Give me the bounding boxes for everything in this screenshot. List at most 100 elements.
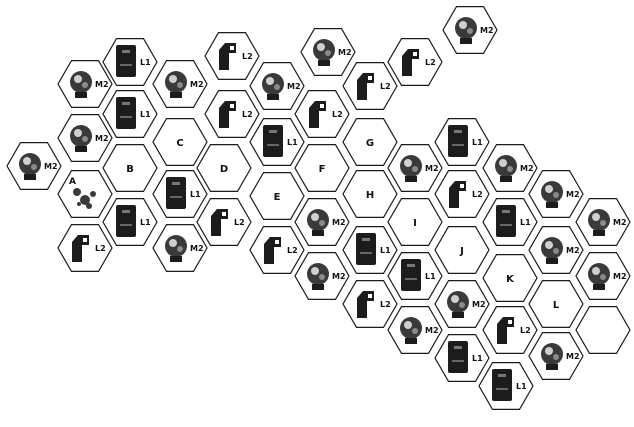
hex-cell-c38: M2	[153, 225, 207, 272]
hex-cell-c35: M2	[295, 199, 349, 246]
hex-cell-c13: C	[153, 119, 207, 166]
cell-code-label: M2	[95, 80, 109, 89]
cell-letter-label: G	[366, 138, 374, 149]
hex-cell-c25: M2	[7, 143, 61, 190]
cell-code-label: M2	[613, 272, 627, 281]
cell-letter-label: B	[126, 164, 134, 175]
cell-code-label: L2	[242, 52, 253, 61]
hex-outline	[576, 307, 630, 354]
hex-cell-c53: M2	[529, 333, 583, 380]
tall-pillar-icon	[448, 341, 468, 373]
hex-cell-c07: M2	[153, 61, 207, 108]
cell-code-label: M2	[190, 244, 204, 253]
cell-code-label: L1	[287, 138, 298, 147]
hex-cell-c55	[576, 307, 630, 354]
hex-cell-c10: L1	[103, 91, 157, 138]
hex-cell-c56: L1	[479, 363, 533, 410]
cell-code-label: M2	[425, 164, 439, 173]
hex-cell-c03: L2	[205, 33, 259, 80]
hex-cell-c43: M2	[295, 253, 349, 300]
cell-code-label: L1	[472, 354, 483, 363]
hex-cell-c11: L2	[205, 91, 259, 138]
cell-letter-label: K	[506, 274, 515, 285]
hex-cell-c06: M2	[58, 61, 112, 108]
hex-cell-c23: M2	[483, 145, 537, 192]
cell-code-label: M2	[613, 218, 627, 227]
cell-code-label: L2	[520, 326, 531, 335]
tall-pillar-icon	[116, 205, 136, 237]
hex-cell-c34: L1	[103, 199, 157, 246]
cell-code-label: M2	[566, 352, 580, 361]
hex-cell-c28: E	[250, 173, 304, 220]
hex-cell-c01: M2	[443, 7, 497, 54]
cell-letter-label: D	[220, 164, 228, 175]
hex-cell-c54: L1	[435, 335, 489, 382]
hex-cell-c27: L1	[153, 171, 207, 218]
hex-cell-c51: L	[529, 281, 583, 328]
cell-code-label: M2	[338, 48, 352, 57]
hex-outline	[58, 171, 112, 218]
cell-code-label: L2	[234, 218, 245, 227]
cell-code-label: M2	[480, 26, 494, 35]
hex-cell-c52: L2	[483, 307, 537, 354]
cell-code-label: M2	[44, 162, 58, 171]
hex-cell-c36: L2	[58, 225, 112, 272]
cell-letter-label: E	[274, 192, 281, 203]
cell-code-label: M2	[566, 246, 580, 255]
cell-letter-label: H	[366, 190, 374, 201]
hex-cell-c33: L2	[197, 199, 251, 246]
hex-cell-c39: L2	[250, 227, 304, 274]
cell-code-label: M2	[566, 190, 580, 199]
cell-letter-label: J	[459, 246, 464, 257]
hex-cell-c49: M2	[388, 307, 442, 354]
hex-cell-c19: M2	[388, 145, 442, 192]
tall-pillar-icon	[356, 233, 376, 265]
hex-cell-c05: L2	[388, 39, 442, 86]
cell-code-label: L1	[520, 218, 531, 227]
cell-code-label: M2	[190, 80, 204, 89]
cell-code-label: M2	[332, 272, 346, 281]
hex-cell-c15: L2	[295, 91, 349, 138]
cell-code-label: L1	[190, 190, 201, 199]
cell-code-label: M2	[472, 300, 486, 309]
hex-cell-c45: L1	[388, 253, 442, 300]
hex-cell-c22: F	[295, 145, 349, 192]
cell-code-label: M2	[425, 326, 439, 335]
cell-code-label: L1	[472, 138, 483, 147]
hex-cell-c32: M2	[576, 199, 630, 246]
cell-code-label: L1	[140, 58, 151, 67]
hex-cell-c20: B	[103, 145, 157, 192]
cell-code-label: L1	[516, 382, 527, 391]
hex-cell-c41: L1	[343, 227, 397, 274]
cell-code-label: L2	[332, 110, 343, 119]
cell-code-label: L2	[95, 244, 106, 253]
cell-code-label: L2	[242, 110, 253, 119]
hex-cell-c17: G	[343, 119, 397, 166]
tall-pillar-icon	[401, 259, 421, 291]
cell-letter-label: A	[69, 177, 76, 187]
cell-code-label: L2	[287, 246, 298, 255]
cell-letter-label: C	[176, 138, 183, 149]
hex-cell-c44: M2	[576, 253, 630, 300]
hex-cell-c46: L2	[343, 281, 397, 328]
hex-cell-c08: M2	[250, 63, 304, 110]
cell-code-label: L1	[140, 110, 151, 119]
cell-code-label: M2	[332, 218, 346, 227]
cell-code-label: L1	[380, 246, 391, 255]
tall-pillar-icon	[448, 125, 468, 157]
cell-code-label: M2	[520, 164, 534, 173]
cell-code-label: M2	[95, 134, 109, 143]
hex-cell-c14: L1	[250, 119, 304, 166]
cell-code-label: L2	[472, 190, 483, 199]
hex-cell-c37: I	[388, 199, 442, 246]
hex-cell-c04: M2	[301, 29, 355, 76]
cell-code-label: L2	[380, 300, 391, 309]
hex-cell-c02: L1	[103, 39, 157, 86]
hex-cell-c31: L1	[483, 199, 537, 246]
hex-cell-c24: M2	[529, 171, 583, 218]
tall-pillar-icon	[492, 369, 512, 401]
tall-pillar-icon	[166, 177, 186, 209]
hex-cell-c21: D	[197, 145, 251, 192]
